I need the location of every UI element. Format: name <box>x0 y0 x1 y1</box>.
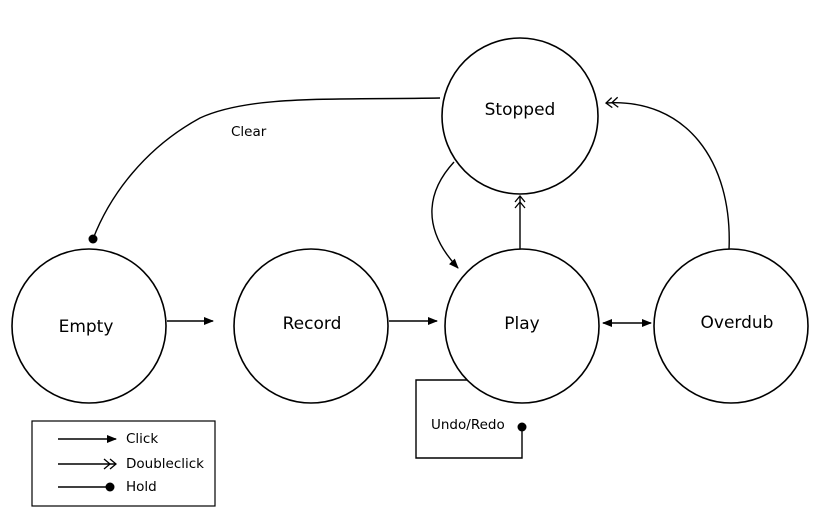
state-overdub-label: Overdub <box>701 313 774 333</box>
legend-hold-label: Hold <box>126 479 157 495</box>
state-play: Play <box>444 248 600 404</box>
state-stopped-label: Stopped <box>485 100 556 120</box>
edge-overdub-to-stopped <box>606 103 730 251</box>
edge-label-clear: Clear <box>231 124 267 140</box>
hold-dot-empty <box>88 234 98 244</box>
edge-stopped-to-empty-clear <box>92 97 441 240</box>
state-record-label: Record <box>283 314 342 334</box>
edge-play-undo-redo <box>415 379 523 459</box>
state-overdub: Overdub <box>653 248 809 404</box>
state-record: Record <box>233 248 389 404</box>
legend-hold-dot <box>105 482 115 492</box>
state-stopped: Stopped <box>441 37 599 195</box>
state-empty-label: Empty <box>59 317 114 337</box>
state-empty: Empty <box>11 248 167 404</box>
legend-doubleclick-label: Doubleclick <box>126 456 204 472</box>
hold-dot-undo-redo <box>517 422 527 432</box>
edge-stopped-to-play <box>431 161 459 269</box>
legend: Click Doubleclick Hold <box>31 420 216 507</box>
legend-click-label: Click <box>126 431 158 447</box>
edge-label-undo-redo: Undo/Redo <box>431 417 505 433</box>
state-play-label: Play <box>504 314 539 334</box>
